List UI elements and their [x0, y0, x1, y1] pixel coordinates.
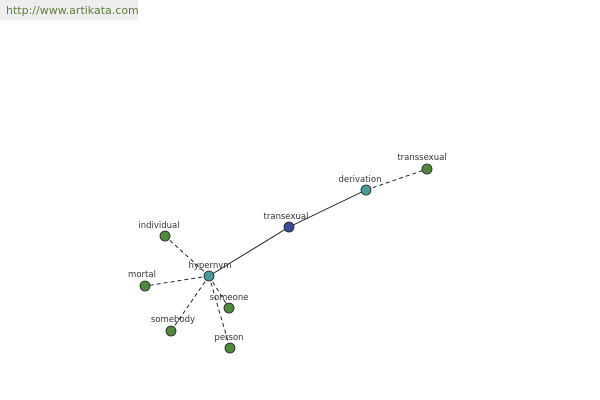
- url-bar: http://www.artikata.com: [0, 0, 139, 20]
- node-circle-transexual[interactable]: [283, 221, 295, 233]
- node-label-person[interactable]: person: [214, 333, 243, 343]
- node-label-mortal[interactable]: mortal: [128, 270, 156, 280]
- node-label-transsexual[interactable]: transsexual: [397, 153, 446, 163]
- nodes-layer: transexual derivation transsexual hypernym i…: [128, 153, 447, 354]
- node-label-derivation[interactable]: derivation: [338, 175, 381, 185]
- node-circle-individual[interactable]: [159, 230, 171, 242]
- node-label-individual[interactable]: individual: [138, 221, 179, 231]
- node-circle-somebody[interactable]: [165, 325, 177, 337]
- node-circle-mortal[interactable]: [139, 280, 151, 292]
- node-circle-transsexual[interactable]: [421, 163, 433, 175]
- edge-transexual-derivation: [288, 189, 367, 228]
- node-circle-derivation[interactable]: [360, 184, 372, 196]
- edge-transexual-hypernym: [208, 226, 290, 277]
- node-label-hypernym[interactable]: hypernym: [188, 261, 231, 271]
- node-circle-hypernym[interactable]: [203, 270, 215, 282]
- node-circle-person[interactable]: [224, 342, 236, 354]
- node-someone[interactable]: someone: [210, 293, 249, 314]
- edge-hypernym-individual: [164, 235, 210, 277]
- edge-hypernym-person: [208, 275, 231, 349]
- edge-derivation-transsexual: [365, 168, 428, 191]
- node-transexual[interactable]: transexual: [264, 212, 309, 233]
- node-derivation[interactable]: derivation: [338, 175, 382, 196]
- node-mortal[interactable]: mortal: [128, 270, 156, 292]
- node-label-transexual[interactable]: transexual: [264, 212, 309, 222]
- node-person[interactable]: person: [214, 333, 244, 354]
- node-label-somebody[interactable]: somebody: [151, 315, 195, 325]
- node-hypernym[interactable]: hypernym: [188, 261, 232, 282]
- node-transsexual[interactable]: transsexual: [397, 153, 447, 175]
- edges-layer: [144, 168, 428, 349]
- node-label-someone[interactable]: someone: [210, 293, 249, 303]
- node-individual[interactable]: individual: [138, 221, 180, 242]
- edge-hypernym-someone: [208, 275, 230, 309]
- site-url-link[interactable]: http://www.artikata.com: [6, 4, 139, 17]
- edge-hypernym-mortal: [144, 275, 210, 287]
- node-circle-someone[interactable]: [223, 302, 235, 314]
- node-somebody[interactable]: somebody: [151, 315, 195, 337]
